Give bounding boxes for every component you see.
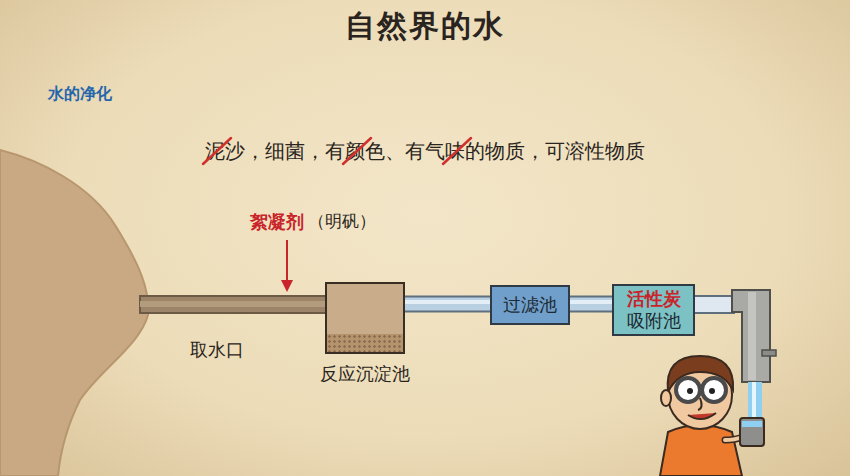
label-text: 絮凝剂 <box>250 210 304 234</box>
river <box>0 150 148 476</box>
process-box: 活性炭吸附池 <box>612 284 695 336</box>
box-label: 活性炭 <box>627 288 681 310</box>
cartoon-man <box>660 356 764 476</box>
title: 自然界的水 <box>0 6 850 47</box>
water-pipe <box>405 302 490 304</box>
water-pipe <box>570 302 612 304</box>
label-text: （明矾） <box>308 210 376 233</box>
sediment <box>327 334 403 352</box>
faucet <box>732 290 770 382</box>
box-label: 过滤池 <box>503 294 557 316</box>
outlet-pipe <box>694 296 734 313</box>
tank-shape <box>325 282 405 354</box>
sedimentation-tank: 反应沉淀池 <box>325 282 410 386</box>
box-label: 吸附池 <box>627 310 681 332</box>
process-box: 过滤池 <box>490 285 570 325</box>
impurity-list: 泥沙，细菌，有颜色、有气味的物质，可溶性物质 <box>0 138 850 165</box>
dosing-arrow <box>286 240 288 282</box>
intake-pipe <box>140 296 327 313</box>
label-text: 取水口 <box>190 338 244 362</box>
section-heading: 水的净化 <box>48 84 112 105</box>
tank-label: 反应沉淀池 <box>320 362 410 386</box>
